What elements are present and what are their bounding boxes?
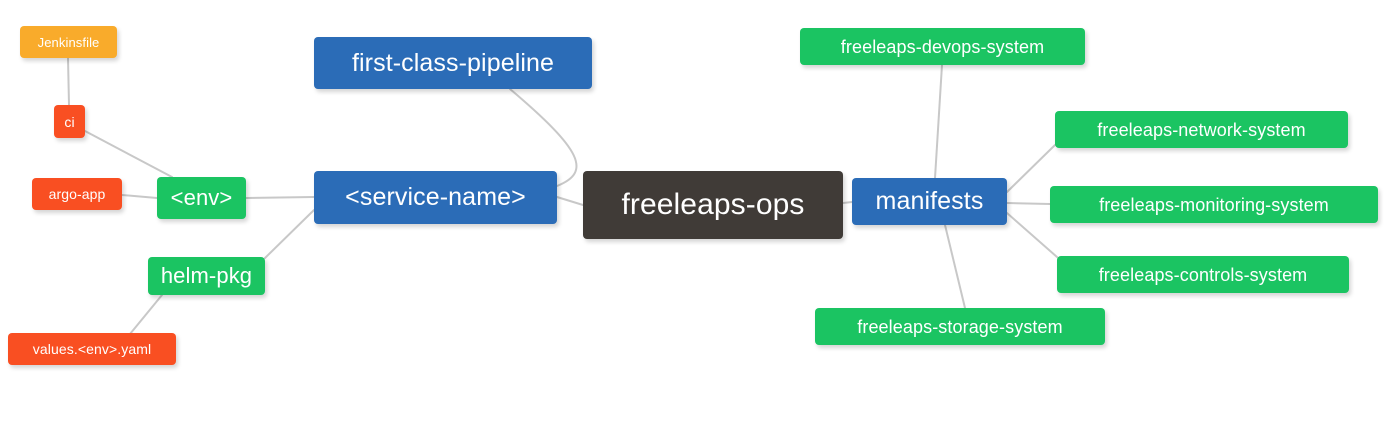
node-helm[interactable]: helm-pkg <box>148 257 265 295</box>
node-label-manifests: manifests <box>875 187 984 215</box>
edge-root-to-manifests <box>842 201 853 204</box>
edge-env-to-argo <box>121 194 158 199</box>
node-manifests[interactable]: manifests <box>852 178 1007 225</box>
node-label-values: values.<env>.yaml <box>32 341 152 357</box>
edge-manifests-to-devops <box>934 64 943 179</box>
node-label-controls: freeleaps-controls-system <box>1098 264 1308 285</box>
edge-service-to-env <box>245 196 315 199</box>
edge-manifests-to-network <box>1006 144 1056 193</box>
node-env[interactable]: <env> <box>157 177 246 219</box>
edge-root-to-service <box>556 196 584 206</box>
node-argo[interactable]: argo-app <box>32 178 122 210</box>
node-label-helm: helm-pkg <box>160 263 253 288</box>
node-label-storage: freeleaps-storage-system <box>857 316 1063 337</box>
node-network[interactable]: freeleaps-network-system <box>1055 111 1348 148</box>
edge-ci-to-jenkins <box>67 57 70 106</box>
edge-helm-to-values <box>129 294 163 335</box>
node-storage[interactable]: freeleaps-storage-system <box>815 308 1105 345</box>
node-service[interactable]: <service-name> <box>314 171 557 224</box>
edge-manifests-to-monitoring <box>1006 202 1051 205</box>
node-label-argo: argo-app <box>48 186 106 202</box>
node-values[interactable]: values.<env>.yaml <box>8 333 176 365</box>
node-label-devops: freeleaps-devops-system <box>840 36 1045 57</box>
node-devops[interactable]: freeleaps-devops-system <box>800 28 1085 65</box>
node-label-jenkins: Jenkinsfile <box>37 34 100 50</box>
node-label-root: freeleaps-ops <box>621 188 805 221</box>
edge-env-to-ci <box>84 130 173 178</box>
edge-manifests-to-storage <box>944 224 966 309</box>
edge-service-to-helm <box>264 209 315 259</box>
node-jenkins[interactable]: Jenkinsfile <box>20 26 117 58</box>
node-label-ci: ci <box>64 113 75 130</box>
node-label-network: freeleaps-network-system <box>1097 119 1306 140</box>
node-pipeline[interactable]: first-class-pipeline <box>314 37 592 89</box>
node-label-pipeline: first-class-pipeline <box>351 48 555 77</box>
node-label-service: <service-name> <box>345 183 526 211</box>
node-controls[interactable]: freeleaps-controls-system <box>1057 256 1349 293</box>
node-monitoring[interactable]: freeleaps-monitoring-system <box>1050 186 1378 223</box>
node-ci[interactable]: ci <box>54 105 85 138</box>
node-label-monitoring: freeleaps-monitoring-system <box>1099 194 1329 215</box>
node-root[interactable]: freeleaps-ops <box>583 171 843 239</box>
node-label-env: <env> <box>170 185 233 210</box>
